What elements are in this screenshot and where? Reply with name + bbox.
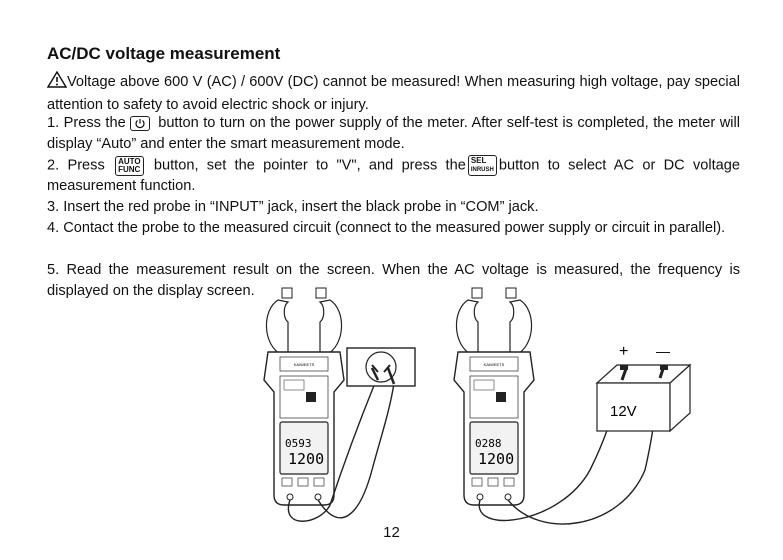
power-button-icon [129, 115, 150, 131]
warning-triangle-icon [46, 70, 68, 95]
step-3: 3. Insert the red probe in “INPUT” jack,… [47, 199, 539, 215]
left-main-reading: 1200 [288, 450, 324, 468]
section-heading: AC/DC voltage measurement [47, 44, 281, 63]
battery-12v: 12V + — [595, 343, 692, 433]
step-2-text-a: 2. Press [47, 157, 105, 174]
page-number: 12 [383, 524, 400, 541]
step-5: 5. Read the measurement result on the sc… [47, 262, 740, 299]
clamp-meter-right: KAIWEETS 0288 1200 [453, 287, 535, 506]
step-1-text-a: 1. Press the [47, 115, 126, 131]
clamp-meter-left: KAIWEETS 0593 1200 [263, 287, 345, 506]
right-sub-reading: 0288 [475, 437, 502, 450]
left-sub-reading: 0593 [285, 437, 312, 450]
positive-terminal-label: + [619, 343, 628, 360]
warning-text: Voltage above 600 V (AC) / 600V (DC) can… [47, 74, 740, 113]
battery-label: 12V [610, 403, 637, 420]
svg-text:KAIWEETS: KAIWEETS [484, 362, 505, 367]
step-2-text-b: button, set the pointer to "V", and pres… [153, 157, 466, 174]
warning-paragraph: Voltage above 600 V (AC) / 600V (DC) can… [46, 70, 740, 116]
step-1: 1. Press the button to turn on the power… [47, 113, 740, 155]
step-2-text-c: button to select AC or DC voltage measur… [47, 157, 741, 195]
svg-text:KAIWEETS: KAIWEETS [294, 362, 315, 367]
right-main-reading: 1200 [478, 450, 514, 468]
step-4: 4. Contact the probe to the measured cir… [47, 220, 726, 236]
negative-terminal-label: — [656, 343, 670, 359]
step-1-text-b: button to turn on the power supply of th… [47, 115, 741, 152]
wall-socket [346, 347, 416, 387]
